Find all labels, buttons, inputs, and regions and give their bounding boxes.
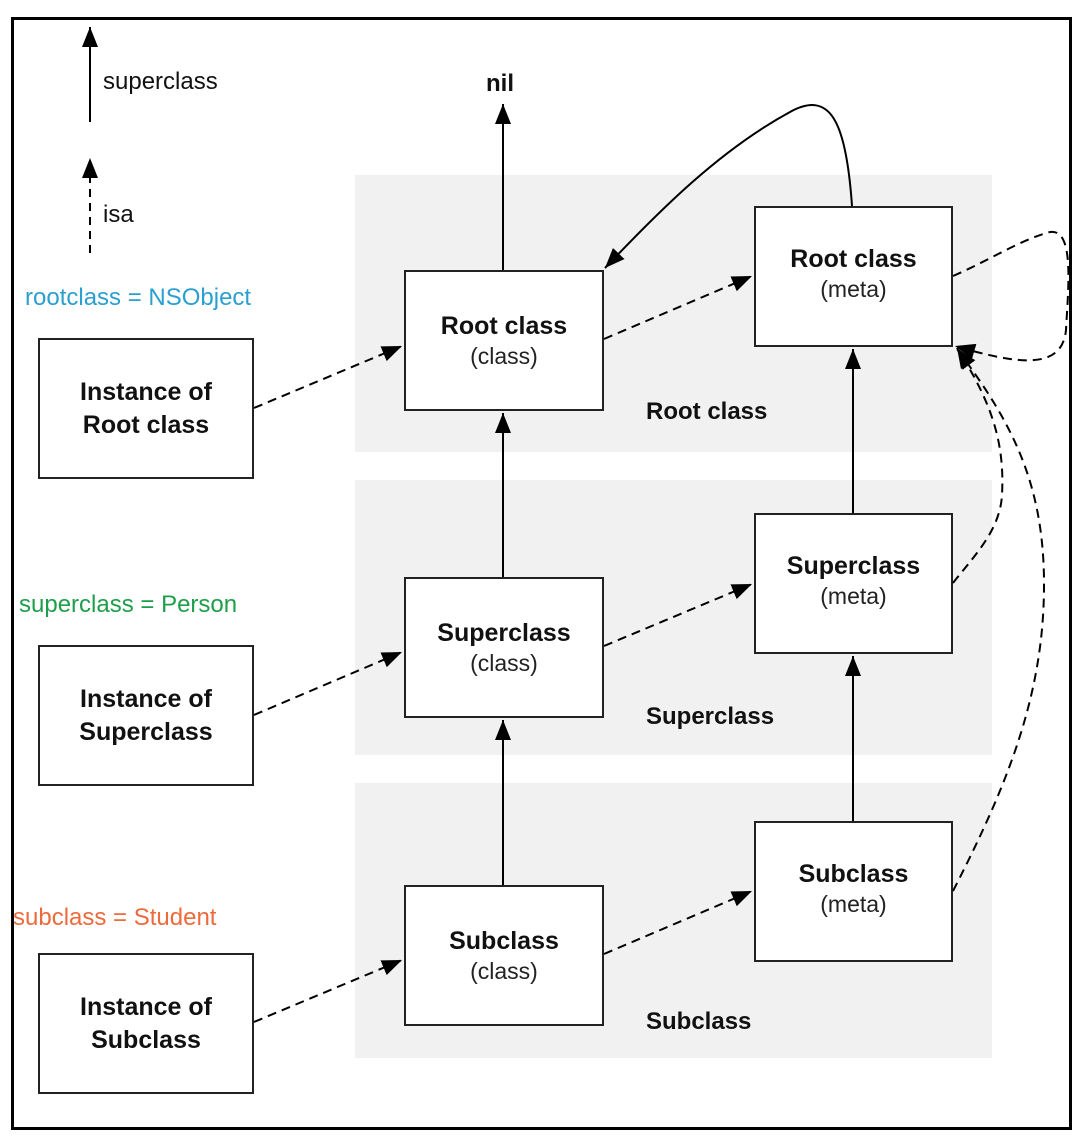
note-rootclass: rootclass = NSObject [25,284,252,311]
instance-line2: Root class [82,410,210,439]
isa-arrow-instance-root [253,345,403,409]
isa-arrow-metasuper-to-metaroot [952,347,1004,584]
diagram-frame [11,17,1072,1130]
band-label-superclass: Superclass [646,703,775,730]
class-title: Root class [440,311,568,340]
isa-arrow-class-root-to-meta [603,275,753,340]
isa-arrow-metaroot-self [952,230,1070,362]
instance-superclass-box: Instance of Superclass [38,645,254,786]
legend-isa-label: isa [103,201,134,228]
superclass-arrow-metaroot-to-rootclass [604,104,853,269]
instance-line2: Superclass [79,717,213,746]
band-label-root-class: Root class [646,398,768,425]
instance-subclass-box: Instance of Subclass [38,953,254,1094]
root-meta-box: Root class (meta) [754,206,953,347]
nil-label: nil [486,70,514,97]
class-kind: (class) [470,342,538,369]
note-superclass: superclass = Person [19,591,238,618]
isa-arrow-instance-sub [253,959,403,1023]
superclass-class-box: Superclass (class) [404,577,604,718]
isa-arrow-class-super-to-meta [603,583,753,647]
band-label-subclass: Subclass [646,1008,752,1035]
instance-line1: Instance of [80,992,212,1021]
isa-arrow-class-sub-to-meta [603,890,753,955]
meta-title: Superclass [786,552,921,580]
subclass-class-box: Subclass (class) [404,885,604,1026]
instance-line1: Instance of [80,377,212,406]
meta-title: Root class [790,245,917,273]
note-subclass: subclass = Student [13,904,217,931]
isa-arrow-metasub-to-metaroot [952,348,1046,892]
root-class-box: Root class (class) [404,270,604,411]
isa-arrow-instance-super [253,651,403,716]
meta-kind: (meta) [820,583,887,609]
legend-superclass-label: superclass [103,68,218,95]
class-kind: (class) [470,957,538,984]
instance-line1: Instance of [80,684,212,713]
meta-title: Subclass [798,860,909,888]
class-title: Superclass [437,618,571,647]
instance-line2: Subclass [91,1025,201,1054]
instance-root-class-box: Instance of Root class [38,338,254,479]
meta-kind: (meta) [820,276,887,302]
class-kind: (class) [470,649,538,676]
class-title: Subclass [449,926,559,955]
meta-kind: (meta) [820,891,887,917]
superclass-meta-box: Superclass (meta) [754,513,953,654]
subclass-meta-box: Subclass (meta) [754,821,953,962]
